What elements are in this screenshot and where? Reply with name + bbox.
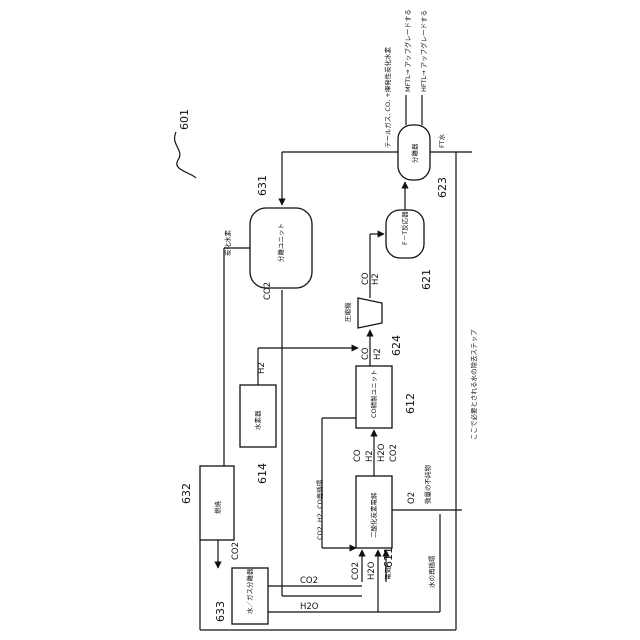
ref-612: 612: [404, 393, 417, 414]
separator-label: 分離器: [410, 143, 419, 163]
hydrocarbons-label: 炭化水素: [223, 230, 232, 257]
co2-line-label: CO2: [300, 576, 318, 586]
water-recycle-label: 水の再循環: [427, 555, 436, 588]
co-out-label: CO: [353, 449, 363, 462]
tail-gas-label: テールガス, CO, +揮発性炭化水素: [383, 46, 392, 148]
co2-from-sep: CO2: [263, 282, 273, 300]
h2-after-compressor: H2: [371, 273, 381, 285]
ref-614: 614: [256, 463, 269, 484]
h2o-line-label: H2O: [300, 602, 319, 612]
combustion-label: 燃焼: [213, 501, 222, 515]
h2o-in-label: H2O: [367, 561, 377, 580]
ft-reactor-label: F－T反応器: [400, 211, 409, 245]
co2-in-label: CO2: [351, 562, 361, 580]
co-purification-612: CO精製ユニット: [356, 366, 392, 428]
figure-ref-601: 601: [178, 109, 191, 130]
ref-633: 633: [214, 601, 227, 622]
co-after-compressor: CO: [361, 272, 371, 285]
ref-631: 631: [256, 175, 269, 196]
separator-623: 分離器: [398, 125, 430, 180]
h2o-out-label: H2O: [377, 443, 387, 462]
ref-624: 624: [390, 335, 403, 356]
combustion-632: 燃焼: [200, 466, 234, 540]
ft-reactor-621: F－T反応器: [386, 210, 424, 258]
mftl-label: MFTL→ アップグレードする: [403, 9, 412, 92]
compressor-label: 圧縮機: [343, 302, 352, 322]
co2-from-combustion: CO2: [231, 542, 241, 560]
water-gas-separator-633: 水／ガス分離器: [232, 568, 268, 624]
water-gas-separator-label: 水／ガス分離器: [245, 568, 254, 614]
h2-out-label: H2: [365, 450, 375, 462]
electrolysis-label: 二酸化炭素電解: [369, 492, 378, 538]
separation-unit-631: 分離ユニット: [250, 208, 312, 288]
h2-before-compressor: H2: [373, 348, 383, 360]
co2-electrolysis-611: 二酸化炭素電解: [356, 476, 392, 548]
separation-unit-label: 分離ユニット: [276, 223, 285, 262]
impurities-label: 微量の不純物: [423, 465, 432, 505]
co-before-compressor: CO: [361, 347, 371, 360]
electrolyzer-614: 水素器: [240, 385, 276, 447]
compressor-624: [358, 298, 382, 328]
co-purification-label: CO精製ユニット: [369, 369, 378, 418]
electricity-label: 電気: [383, 567, 392, 581]
ref-621: 621: [420, 269, 433, 290]
ref-632: 632: [180, 483, 193, 504]
ref-611: 611: [382, 547, 395, 568]
co2-out-label: CO2: [389, 444, 399, 462]
ref-623: 623: [436, 177, 449, 198]
figure-ref-squiggle: [175, 132, 196, 178]
ft-water-label: FT水: [437, 133, 446, 148]
h2-from-electrolyzer: H2: [257, 362, 267, 374]
hftl-label: HFTL→ アップグレードする: [419, 10, 428, 92]
recycle-label: CO2, H2, CO再循環: [315, 479, 324, 540]
o2-label: O2: [407, 492, 417, 504]
water-removal-label: ここで必要とされる水の除去ステップ: [469, 329, 478, 440]
electrolyzer-label: 水素器: [253, 410, 262, 430]
